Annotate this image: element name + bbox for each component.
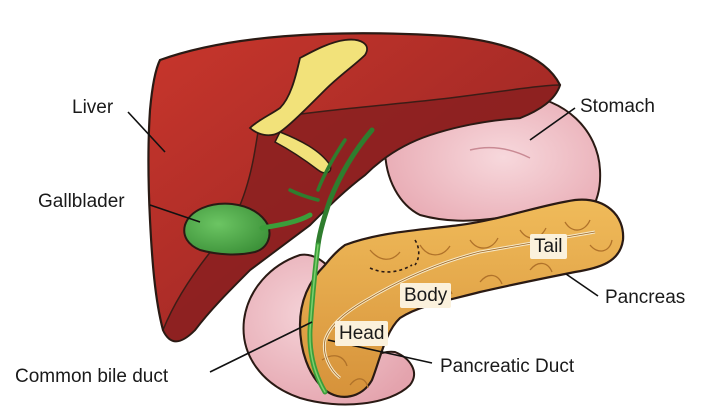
label-tail: Tail — [530, 234, 567, 259]
cystic-duct — [259, 212, 313, 231]
label-body: Body — [400, 283, 452, 308]
leader-gallbladder — [149, 204, 201, 223]
label-head: Head — [335, 321, 389, 346]
leader-pancreas — [565, 273, 599, 297]
hepatic-duct-branch-left — [288, 188, 320, 202]
label-stomach: Stomach — [580, 96, 655, 117]
label-pancreatic-duct: Pancreatic Duct — [440, 356, 575, 377]
leader-liver — [127, 111, 166, 153]
liver-underside — [162, 84, 562, 342]
common-bile-duct-highlight — [309, 244, 326, 393]
hepatic-duct-branch — [316, 138, 347, 192]
label-liver: Liver — [72, 97, 114, 118]
leader-stomach — [529, 107, 576, 141]
stomach-fold — [469, 146, 531, 159]
label-common-bile-duct: Common bile duct — [15, 366, 169, 387]
gallbladder — [183, 202, 271, 256]
pancreatic-duct-outline — [323, 231, 596, 379]
leader-common-bile-duct — [209, 321, 313, 373]
hepatic-duct — [315, 127, 375, 248]
label-pancreas: Pancreas — [605, 287, 686, 308]
pancreas-division — [369, 239, 420, 273]
falciform-ligament — [248, 38, 368, 137]
label-gallbladder: Gallblader — [38, 191, 125, 212]
